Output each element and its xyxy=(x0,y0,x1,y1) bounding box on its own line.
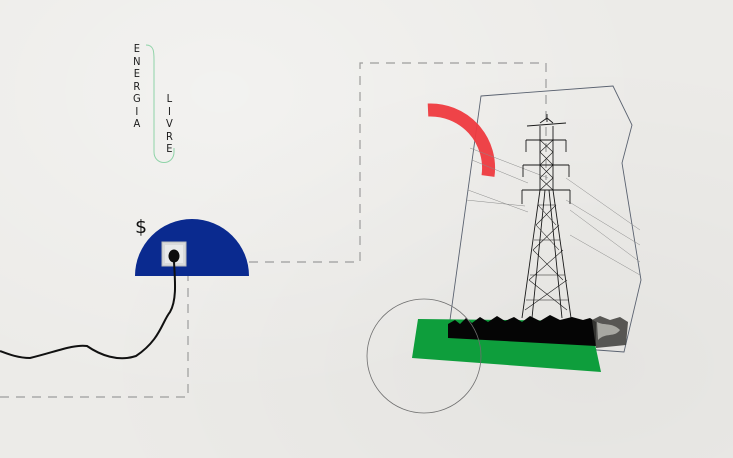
letter: E xyxy=(133,67,140,80)
title-livre: L I V R E xyxy=(166,92,173,156)
letter: I xyxy=(135,104,139,118)
transmission-tower-icon xyxy=(521,114,572,319)
dashed-connector-line xyxy=(0,62,547,398)
power-cable-icon xyxy=(0,261,177,360)
letter: I xyxy=(167,104,171,118)
letter: L xyxy=(166,92,173,105)
red-arc xyxy=(427,103,496,177)
title-pill-outline xyxy=(145,44,175,163)
power-lines xyxy=(465,147,641,276)
title-energia: E N E R G I A xyxy=(133,42,141,131)
letter: G xyxy=(133,92,141,105)
letter: A xyxy=(133,117,141,130)
outline-circle xyxy=(366,298,482,414)
letter: E xyxy=(166,142,173,155)
tree-line xyxy=(448,315,628,348)
letter: N xyxy=(133,54,141,68)
letter: R xyxy=(166,129,173,143)
letter: V xyxy=(166,117,173,130)
plug-icon xyxy=(168,249,180,263)
power-outlet-icon xyxy=(161,241,187,267)
letter: E xyxy=(133,42,140,55)
blue-semicircle xyxy=(135,219,249,276)
letter: R xyxy=(133,79,141,93)
dollar-sign-icon: $ xyxy=(135,216,148,238)
